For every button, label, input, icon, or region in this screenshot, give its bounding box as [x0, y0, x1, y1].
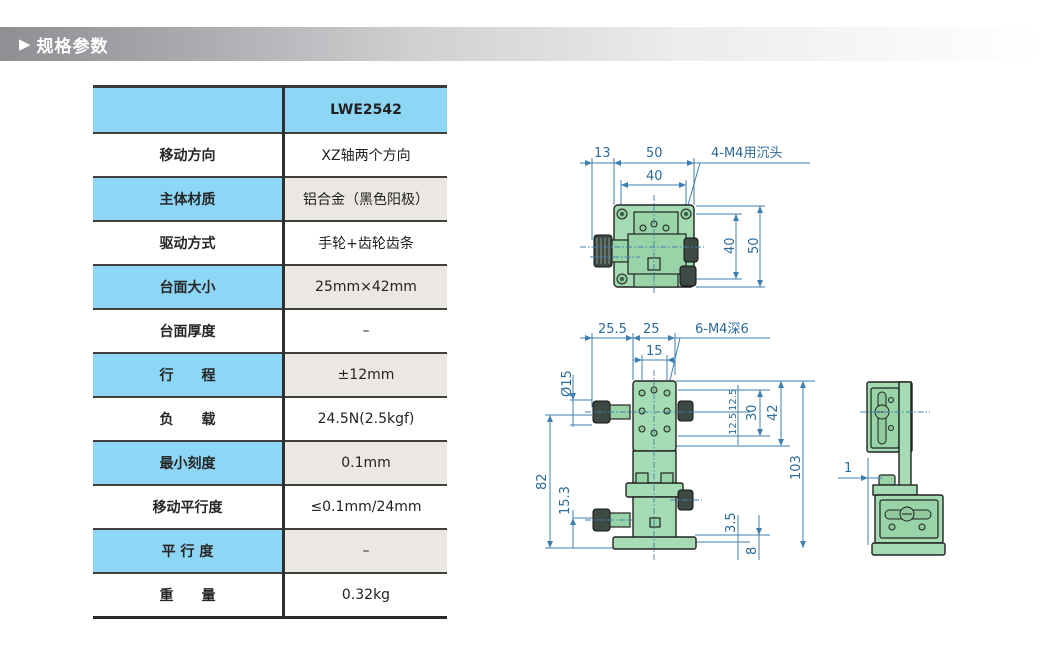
row-label: 行 程 — [93, 353, 285, 398]
front-view-drawing: 25.5 25 15 6-M4深6 Ø15 12.5 12.5 30 42 10… — [535, 322, 815, 560]
dim-30: 30 — [745, 404, 760, 421]
row-value: ±12mm — [283, 353, 447, 398]
row-value: 0.32kg — [341, 587, 391, 603]
row-value: 25mm×42mm — [283, 265, 447, 310]
dim-8: 8 — [745, 547, 760, 555]
row-value: 24.5N(2.5kgf) — [283, 397, 447, 442]
dim-42: 42 — [766, 404, 781, 421]
table-row: 行 程±12mm — [93, 353, 447, 398]
table-row: 台面厚度– — [93, 309, 447, 354]
top-view-drawing: 13 50 40 4-M4用沉头 40 50 — [580, 146, 810, 295]
dim-82: 82 — [535, 473, 550, 490]
dim-25-5: 25.5 — [598, 322, 627, 337]
row-label: 台面厚度 — [93, 309, 285, 354]
row-value: – — [283, 309, 447, 354]
dim-40-width: 40 — [646, 169, 663, 184]
row-label: 最小刻度 — [93, 441, 285, 486]
row-label: 移动平行度 — [93, 485, 285, 530]
note-6-m4: 6-M4深6 — [695, 322, 749, 337]
section-title: 规格参数 — [36, 36, 109, 57]
row-value: 0.1mm — [283, 441, 447, 486]
row-label: 重 量 — [93, 573, 285, 618]
dim-3-5: 3.5 — [724, 512, 739, 533]
row-label: 平 行 度 — [93, 529, 285, 574]
dim-50-height: 50 — [747, 237, 762, 254]
triangle-right-icon: ▶ — [19, 35, 31, 53]
dim-25: 25 — [643, 322, 660, 337]
note-4-m4: 4-M4用沉头 — [711, 146, 782, 161]
table-row: 驱动方式手轮+齿轮齿条 — [93, 221, 447, 266]
row-label: 台面大小 — [93, 265, 285, 310]
row-value: XZ轴两个方向 — [283, 133, 447, 178]
header-model-cell: LWE2542 — [283, 86, 447, 134]
table-row: 主体材质铝合金（黑色阳极） — [93, 177, 447, 222]
row-label: 移动方向 — [93, 133, 285, 178]
dim-phi15: Ø15 — [560, 370, 575, 397]
row-value: 铝合金（黑色阳极） — [283, 177, 447, 222]
dim-50-width: 50 — [646, 146, 663, 161]
dim-13: 13 — [594, 146, 611, 161]
table-row: 移动平行度≤0.1mm/24mm — [93, 485, 447, 530]
side-view-drawing: 1 — [838, 381, 946, 556]
table-row: 平 行 度– — [93, 529, 447, 574]
row-label: 主体材质 — [93, 177, 285, 222]
dim-103: 103 — [789, 455, 804, 480]
dim-12-5-bottom: 12.5 — [728, 413, 739, 435]
section-header: ▶ 规格参数 — [0, 27, 1041, 61]
dim-12-5-top: 12.5 — [728, 389, 739, 411]
row-label: 驱动方式 — [93, 221, 285, 266]
dim-15-3: 15.3 — [558, 486, 573, 515]
dim-40-height: 40 — [723, 237, 738, 254]
header-label-cell — [93, 86, 285, 134]
table-header-row: LWE2542 — [93, 86, 447, 134]
row-value: ≤0.1mm/24mm — [283, 485, 447, 530]
row-value: – — [283, 529, 447, 574]
table-row: 重 量 0.32kg — [93, 573, 447, 618]
dim-15: 15 — [646, 344, 663, 359]
row-label: 负 载 — [93, 397, 285, 442]
dim-1: 1 — [844, 461, 852, 476]
row-value: 手轮+齿轮齿条 — [283, 221, 447, 266]
